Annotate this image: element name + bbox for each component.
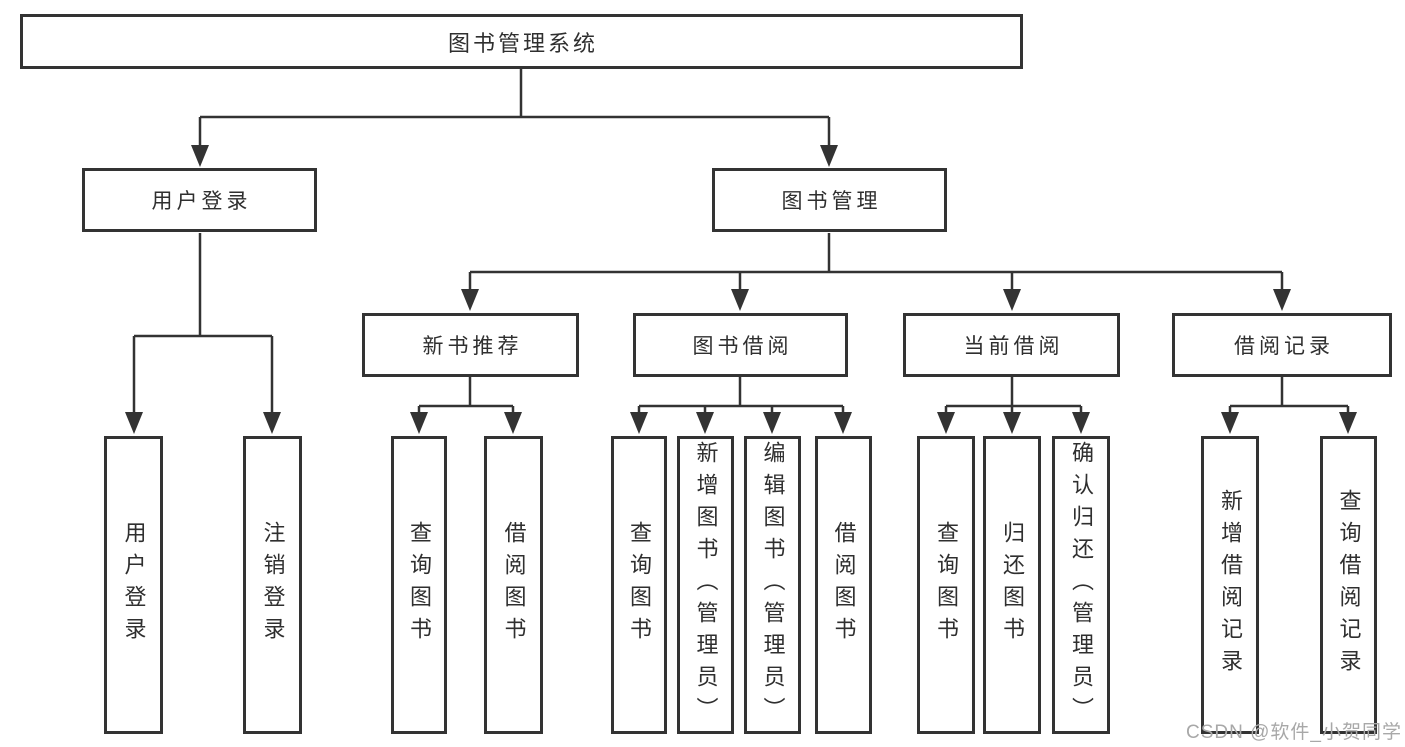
node-add-borrow-record-leaf: 新增借阅记录 xyxy=(1201,436,1259,734)
node-current-borrowing: 当前借阅 xyxy=(903,313,1120,377)
node-label: 新书推荐 xyxy=(422,335,523,358)
arrowhead-icon xyxy=(696,412,714,434)
node-label: 新增图书（管理员） xyxy=(693,441,719,729)
node-user-login-branch: 用户登录 xyxy=(82,168,317,232)
node-label: 归还图书 xyxy=(1000,521,1025,649)
arrowhead-icon xyxy=(504,412,522,434)
node-label: 新增借阅记录 xyxy=(1218,489,1243,681)
node-query-books-leaf: 查询图书 xyxy=(917,436,975,734)
arrowhead-icon xyxy=(1273,289,1291,311)
node-label: 查询图书 xyxy=(627,521,652,649)
arrowhead-icon xyxy=(410,412,428,434)
node-label: 图书管理系统 xyxy=(447,30,598,56)
arrowhead-icon xyxy=(1072,412,1090,434)
node-label: 编辑图书（管理员） xyxy=(760,441,786,729)
arrowhead-icon xyxy=(1003,412,1021,434)
arrowhead-icon xyxy=(763,412,781,434)
connector-bookmgmt-to-level3 xyxy=(468,233,1284,291)
arrowhead-icon xyxy=(461,289,479,311)
arrowhead-icon xyxy=(731,289,749,311)
node-borrowing-records: 借阅记录 xyxy=(1172,313,1392,377)
node-confirm-return-admin-leaf: 确认归还（管理员） xyxy=(1052,436,1110,734)
node-label: 当前借阅 xyxy=(963,335,1064,358)
node-label: 注销登录 xyxy=(260,521,286,649)
arrowhead-icon xyxy=(125,412,143,434)
arrowhead-icon xyxy=(630,412,648,434)
node-label: 查询借阅记录 xyxy=(1336,489,1362,681)
node-query-books-leaf: 查询图书 xyxy=(611,436,667,734)
node-label: 用户登录 xyxy=(121,521,147,649)
node-label: 图书借阅 xyxy=(692,335,793,358)
arrowhead-icon xyxy=(191,145,209,167)
arrowhead-icon xyxy=(937,412,955,434)
node-label: 借阅图书 xyxy=(501,521,527,649)
node-logout-leaf: 注销登录 xyxy=(243,436,302,734)
node-new-book-recommendation: 新书推荐 xyxy=(362,313,579,377)
node-label: 借阅记录 xyxy=(1234,335,1334,358)
node-borrow-books-leaf: 借阅图书 xyxy=(484,436,543,734)
arrowheads xyxy=(125,145,1357,434)
connector-borrowrecords-to-leaves xyxy=(1228,377,1350,414)
arrowhead-icon xyxy=(820,145,838,167)
node-label: 查询图书 xyxy=(934,521,959,649)
connector-newbooks-to-leaves xyxy=(417,377,515,414)
node-label: 用户登录 xyxy=(151,190,252,213)
node-book-management-branch: 图书管理 xyxy=(712,168,947,232)
node-library-management-system: 图书管理系统 xyxy=(20,14,1023,69)
connector-userlogin-to-leaves xyxy=(132,233,274,414)
node-label: 查询图书 xyxy=(407,521,432,649)
arrowhead-icon xyxy=(834,412,852,434)
node-label: 图书管理 xyxy=(781,190,882,213)
arrowhead-icon xyxy=(263,412,281,434)
node-book-borrowing: 图书借阅 xyxy=(633,313,848,377)
node-query-books-leaf: 查询图书 xyxy=(391,436,447,734)
arrowhead-icon xyxy=(1221,412,1239,434)
arrowhead-icon xyxy=(1003,289,1021,311)
node-borrow-books-leaf: 借阅图书 xyxy=(815,436,872,734)
connector-root-to-level2 xyxy=(198,69,831,147)
connector-currentborrow-to-leaves xyxy=(944,377,1083,414)
connector-bookborrow-to-leaves xyxy=(637,377,845,414)
node-query-borrow-record-leaf: 查询借阅记录 xyxy=(1320,436,1377,734)
node-return-books-leaf: 归还图书 xyxy=(983,436,1041,734)
node-user-login-leaf: 用户登录 xyxy=(104,436,163,734)
node-label: 借阅图书 xyxy=(831,521,857,649)
arrowhead-icon xyxy=(1339,412,1357,434)
node-edit-books-admin-leaf: 编辑图书（管理员） xyxy=(744,436,801,734)
node-add-books-admin-leaf: 新增图书（管理员） xyxy=(677,436,734,734)
node-label: 确认归还（管理员） xyxy=(1069,441,1094,729)
watermark: CSDN @软件_小贺同学 xyxy=(1186,722,1402,743)
